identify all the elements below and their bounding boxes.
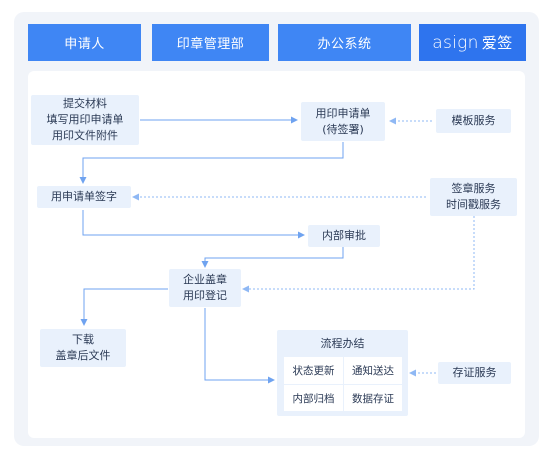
- node-process-complete-title: 流程办结: [320, 337, 365, 350]
- header-seal-management-label: 印章管理部: [176, 37, 245, 52]
- cell-notification-label: 通知送达: [352, 365, 394, 377]
- edge-seal-to-complete: [204, 308, 275, 384]
- node-request-sign-label: 用申请单签字: [51, 190, 117, 203]
- node-enterprise-seal: 企业盖章 用印登记: [169, 269, 241, 307]
- node-template-service-label: 模板服务: [451, 114, 496, 127]
- node-seal-request-form: 用印申请单 (待签署): [301, 102, 385, 141]
- node-download-line1: 下载: [72, 333, 94, 346]
- node-submit-line2: 填写用印申请单: [46, 113, 124, 126]
- cell-status-update-label: 状态更新: [292, 365, 335, 377]
- brand-cjk: 爱签: [481, 34, 513, 52]
- node-request-sign: 用申请单签字: [37, 186, 131, 208]
- header-applicant: 申请人: [28, 24, 141, 61]
- cell-internal-archive: 内部归档: [284, 385, 343, 411]
- cell-notification: 通知送达: [344, 357, 402, 384]
- node-sign-service-line1: 签章服务: [451, 182, 496, 195]
- node-seal-request-line1: 用印申请单: [315, 106, 371, 120]
- node-evidence-service: 存证服务: [438, 362, 511, 384]
- edge-seal-to-download: [80, 288, 168, 326]
- cell-internal-archive-label: 内部归档: [292, 392, 335, 405]
- node-submit-line3: 用印文件附件: [52, 129, 118, 142]
- node-download-line2: 盖章后文件: [55, 349, 111, 362]
- edge-signservice-to-seal: [242, 216, 475, 293]
- node-template-service: 模板服务: [436, 109, 511, 133]
- header-brand: asign 爱签: [419, 24, 526, 61]
- edge-sign-to-review: [82, 210, 305, 239]
- asign-logo: asign 爱签: [432, 32, 513, 53]
- node-submit-line1: 提交材料: [63, 97, 107, 110]
- brand-latin: asign: [432, 33, 479, 53]
- cell-data-evidence: 数据存证: [344, 385, 402, 411]
- node-seal-request-line2: (待签署): [322, 122, 364, 136]
- header-seal-management: 印章管理部: [152, 24, 269, 61]
- node-internal-review-label: 内部审批: [322, 229, 366, 242]
- node-sign-service-line2: 时间戳服务: [446, 198, 501, 211]
- node-enterprise-seal-line1: 企业盖章: [183, 273, 227, 286]
- edge-request-to-sign: [79, 142, 344, 184]
- node-evidence-service-label: 存证服务: [452, 366, 497, 379]
- node-internal-review: 内部审批: [308, 225, 380, 247]
- cell-status-update: 状态更新: [284, 357, 343, 384]
- header-applicant-label: 申请人: [64, 37, 105, 52]
- cell-data-evidence-label: 数据存证: [352, 392, 394, 405]
- node-submit-materials: 提交材料 填写用印申请单 用印文件附件: [31, 95, 139, 145]
- node-enterprise-seal-line2: 用印登记: [183, 289, 227, 302]
- edge-review-to-seal: [201, 247, 344, 268]
- node-sign-service: 签章服务 时间戳服务: [430, 178, 517, 216]
- header-office-system: 办公系统: [278, 24, 411, 61]
- node-download: 下载 盖章后文件: [40, 329, 126, 367]
- header-office-system-label: 办公系统: [317, 37, 372, 52]
